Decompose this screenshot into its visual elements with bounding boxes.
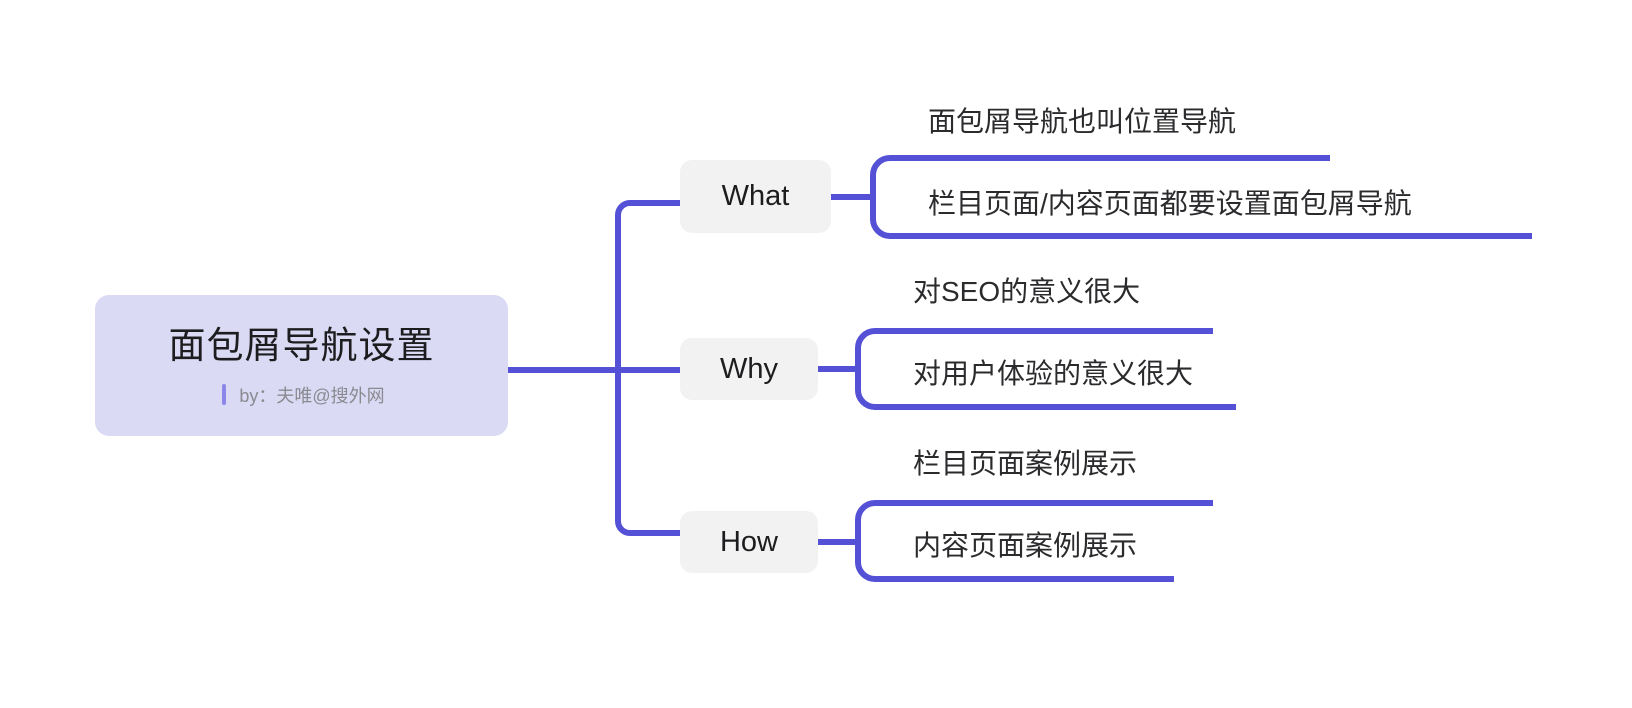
leaf-what-1[interactable]: 面包屑导航也叫位置导航 bbox=[928, 106, 1237, 137]
branch-node-why[interactable]: Why bbox=[680, 338, 818, 400]
root-subtitle: by：夫唯@搜外网 bbox=[239, 385, 385, 406]
accent-bar-icon bbox=[222, 384, 227, 406]
leaf-how-2[interactable]: 内容页面案例展示 bbox=[913, 530, 1138, 561]
trunk-spine-lower bbox=[615, 370, 680, 536]
trunk-spine-upper bbox=[615, 200, 680, 370]
branch-node-how[interactable]: How bbox=[680, 511, 818, 573]
root-node[interactable]: 面包屑导航设置 by：夫唯@搜外网 bbox=[95, 295, 508, 436]
leaf-why-2[interactable]: 对用户体验的意义很大 bbox=[913, 358, 1194, 389]
leaf-how-1[interactable]: 栏目页面案例展示 bbox=[913, 448, 1138, 479]
leaf-why-1[interactable]: 对SEO的意义很大 bbox=[913, 276, 1141, 307]
root-title: 面包屑导航设置 bbox=[168, 325, 435, 367]
branch-node-what[interactable]: What bbox=[680, 160, 831, 233]
leaf-what-2[interactable]: 栏目页面/内容页面都要设置面包屑导航 bbox=[928, 188, 1412, 219]
root-subtitle-row: by：夫唯@搜外网 bbox=[218, 382, 385, 408]
